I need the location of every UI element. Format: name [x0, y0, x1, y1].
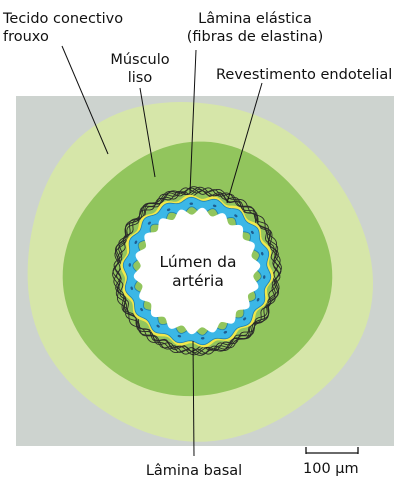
scale-bar-label: 100 μm [303, 461, 359, 477]
label-loose-connective-tissue: Tecido conectivo frouxo [3, 11, 124, 45]
label-lumen: Lúmen da artéria [159, 253, 237, 290]
leader-line-elastic-lamina [189, 49, 197, 194]
label-basal-lamina: Lâmina basal [145, 463, 243, 479]
endothelial-nucleus [261, 251, 264, 256]
endothelial-nucleus [156, 324, 160, 328]
leader-line-smooth-muscle [139, 87, 156, 178]
label-smooth-muscle: Músculo liso [110, 52, 170, 86]
basal-lamina-ring [120, 194, 274, 348]
endothelial-nucleus [200, 337, 205, 340]
artery-lumen [133, 207, 261, 335]
endothelial-nucleus [223, 330, 228, 334]
endothelial-lining-ring [122, 196, 272, 346]
leader-line-basal-lamina [192, 340, 195, 457]
endothelial-nucleus [166, 208, 171, 212]
endothelial-nucleus [128, 263, 131, 267]
endothelial-nucleus [263, 275, 266, 279]
leader-line-connective-tissue [61, 45, 109, 155]
elastin-fiber [114, 188, 280, 354]
elastic-lamina-fibers [112, 186, 282, 356]
endothelial-nucleus [243, 317, 247, 321]
endothelial-nucleus [234, 214, 238, 218]
endothelial-nucleus [134, 240, 138, 245]
label-endothelial-lining: Revestimento endotelial [216, 67, 393, 83]
endothelial-nucleus [140, 307, 144, 312]
leader-line-endothelial [226, 82, 263, 204]
label-elastic-lamina: Lâmina elástica (fibras de elastina) [186, 11, 324, 45]
scale-bar [305, 447, 359, 454]
endothelial-nucleus [147, 221, 151, 225]
endothelial-nucleus [212, 204, 217, 208]
elastin-fiber [113, 186, 281, 356]
elastin-fiber [112, 186, 282, 356]
endothelial-nucleus [130, 286, 133, 291]
endothelial-nucleus [177, 334, 182, 338]
endothelial-nuclei [128, 202, 266, 340]
endothelial-nucleus [189, 202, 194, 205]
endothelial-nucleus [256, 297, 260, 302]
endothelial-nucleus [250, 230, 254, 235]
